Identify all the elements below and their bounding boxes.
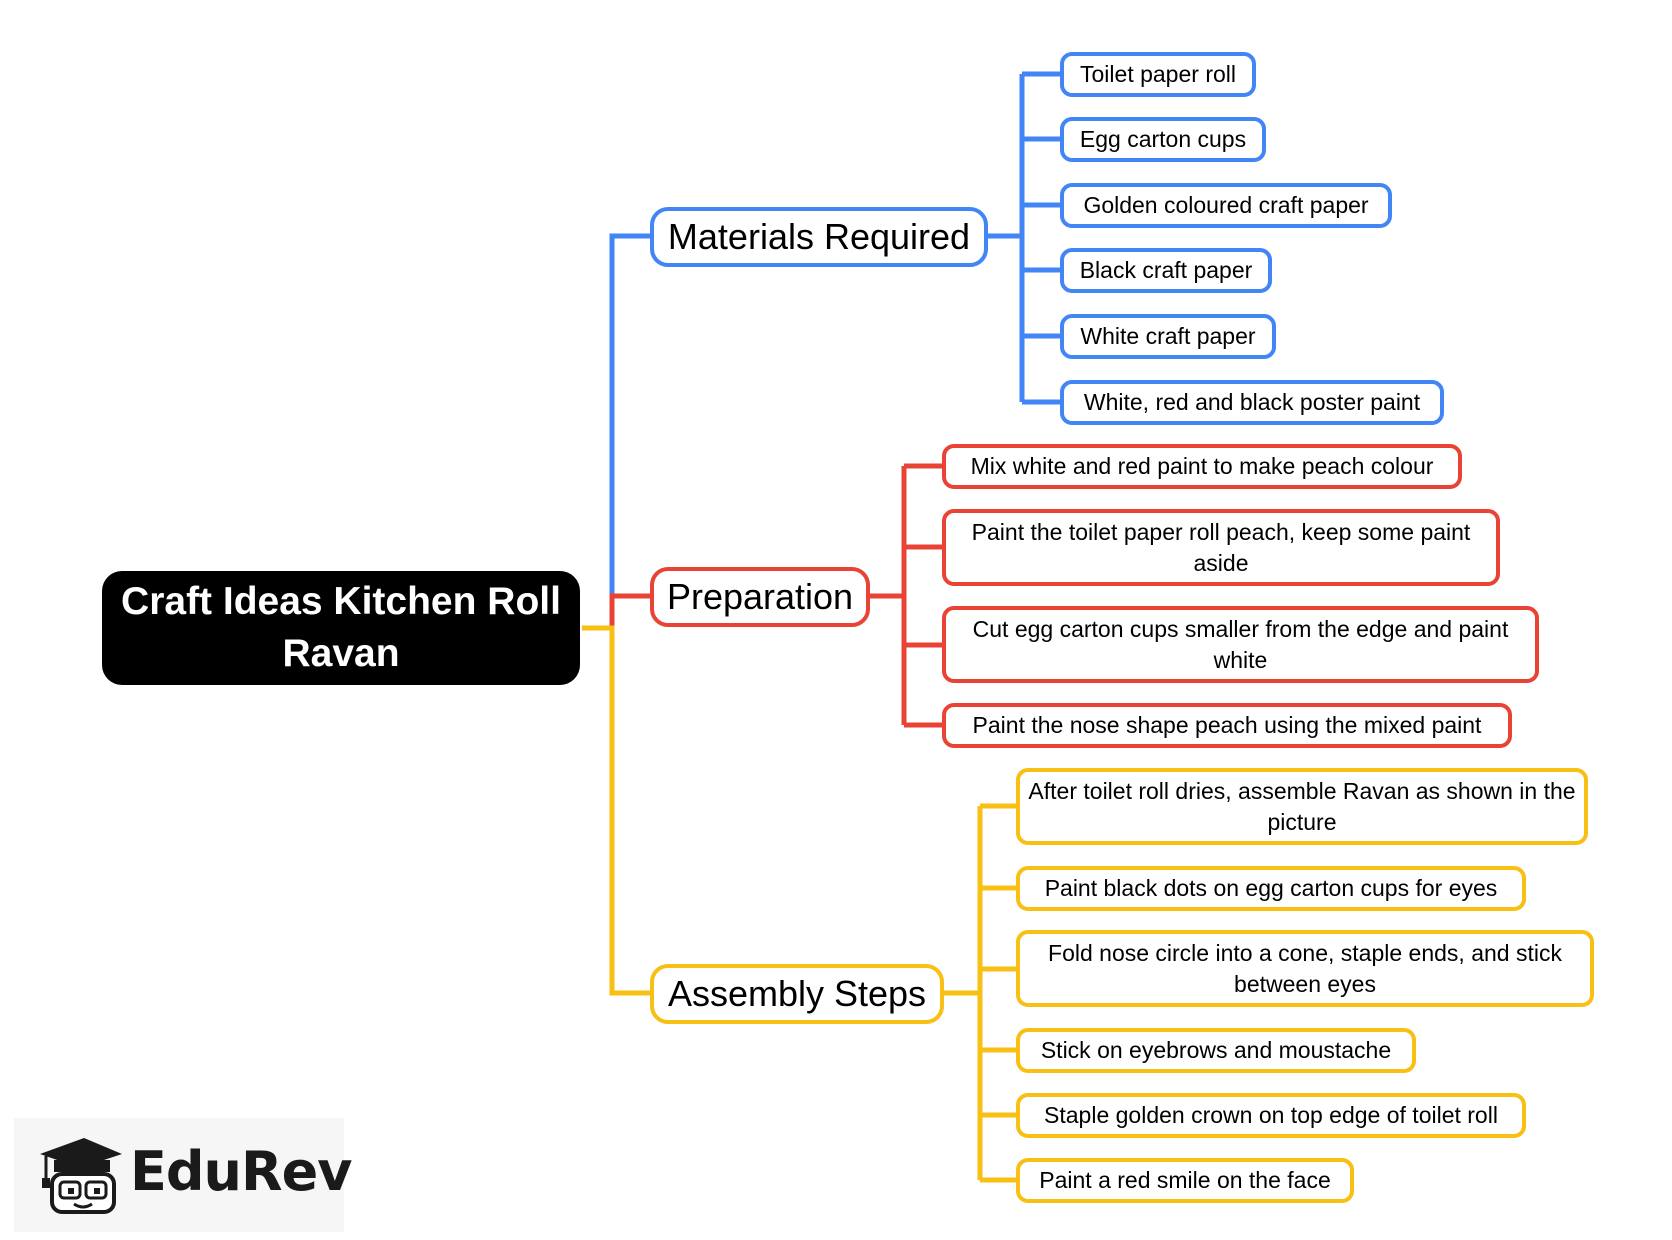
brand-watermark: EduRev <box>14 1118 352 1232</box>
assembly-item: Staple golden crown on top edge of toile… <box>1016 1093 1526 1138</box>
materials-item: Black craft paper <box>1060 248 1272 293</box>
branch-label: Preparation <box>666 576 854 617</box>
root-node: Craft Ideas Kitchen Roll Ravan <box>102 571 580 685</box>
branch-label: Materials Required <box>667 216 971 257</box>
leaf-text: Staple golden crown on top edge of toile… <box>1044 1102 1498 1128</box>
connector-preparation-spine <box>868 466 907 725</box>
leaf-text: Paint the toilet paper roll peach, keep … <box>971 518 1471 576</box>
leaf-text: Toilet paper roll <box>1080 61 1236 87</box>
materials-item: Golden coloured craft paper <box>1060 183 1392 228</box>
leaf-text: Mix white and red paint to make peach co… <box>970 453 1434 479</box>
connector-materials-leaf <box>1022 71 1062 405</box>
assembly-item: Fold nose circle into a cone, staple end… <box>1016 930 1594 1007</box>
connector-root-preparation <box>582 593 652 631</box>
leaf-text: Fold nose circle into a cone, staple end… <box>1048 939 1562 997</box>
leaf-text: Paint black dots on egg carton cups for … <box>1044 875 1498 901</box>
leaf-text: White craft paper <box>1080 323 1256 349</box>
leaf-text: White, red and black poster paint <box>1083 389 1421 415</box>
materials-item: Toilet paper roll <box>1060 52 1256 97</box>
branch-assembly-steps: Assembly Steps <box>650 964 944 1024</box>
branch-preparation: Preparation <box>650 567 870 627</box>
connector-materials-spine <box>986 74 1025 402</box>
root-label: Craft Ideas Kitchen Roll Ravan <box>121 580 561 675</box>
leaf-text: Paint a red smile on the face <box>1039 1167 1331 1193</box>
materials-item: White craft paper <box>1060 314 1276 359</box>
assembly-item: Paint black dots on egg carton cups for … <box>1016 866 1526 911</box>
assembly-item: After toilet roll dries, assemble Ravan … <box>1016 768 1588 845</box>
leaf-text: After toilet roll dries, assemble Ravan … <box>1028 777 1576 835</box>
assembly-item: Paint a red smile on the face <box>1016 1158 1354 1203</box>
connector-root-materials <box>582 233 652 631</box>
graduation-cap-mascot-icon <box>40 1138 122 1214</box>
preparation-item: Paint the toilet paper roll peach, keep … <box>942 509 1500 586</box>
leaf-text: Stick on eyebrows and moustache <box>1040 1037 1392 1063</box>
leaf-text: Paint the nose shape peach using the mix… <box>972 712 1482 738</box>
connector-preparation-leaf <box>904 463 944 728</box>
branch-materials-required: Materials Required <box>650 207 988 267</box>
leaf-text: Egg carton cups <box>1079 126 1247 152</box>
leaf-text: Black craft paper <box>1079 257 1253 283</box>
connector-assembly-spine <box>942 806 983 1180</box>
leaf-text: Golden coloured craft paper <box>1083 192 1369 218</box>
preparation-item: Cut egg carton cups smaller from the edg… <box>942 606 1539 683</box>
connector-assembly-leaf <box>980 803 1018 1183</box>
preparation-item: Paint the nose shape peach using the mix… <box>942 703 1512 748</box>
assembly-item: Stick on eyebrows and moustache <box>1016 1028 1416 1073</box>
leaf-text: Cut egg carton cups smaller from the edg… <box>972 615 1509 673</box>
materials-item: White, red and black poster paint <box>1060 380 1444 425</box>
connector-root-assembly <box>582 625 652 996</box>
preparation-item: Mix white and red paint to make peach co… <box>942 444 1462 489</box>
brand-name: EduRev <box>130 1140 352 1203</box>
branch-label: Assembly Steps <box>667 973 927 1014</box>
materials-item: Egg carton cups <box>1060 117 1266 162</box>
